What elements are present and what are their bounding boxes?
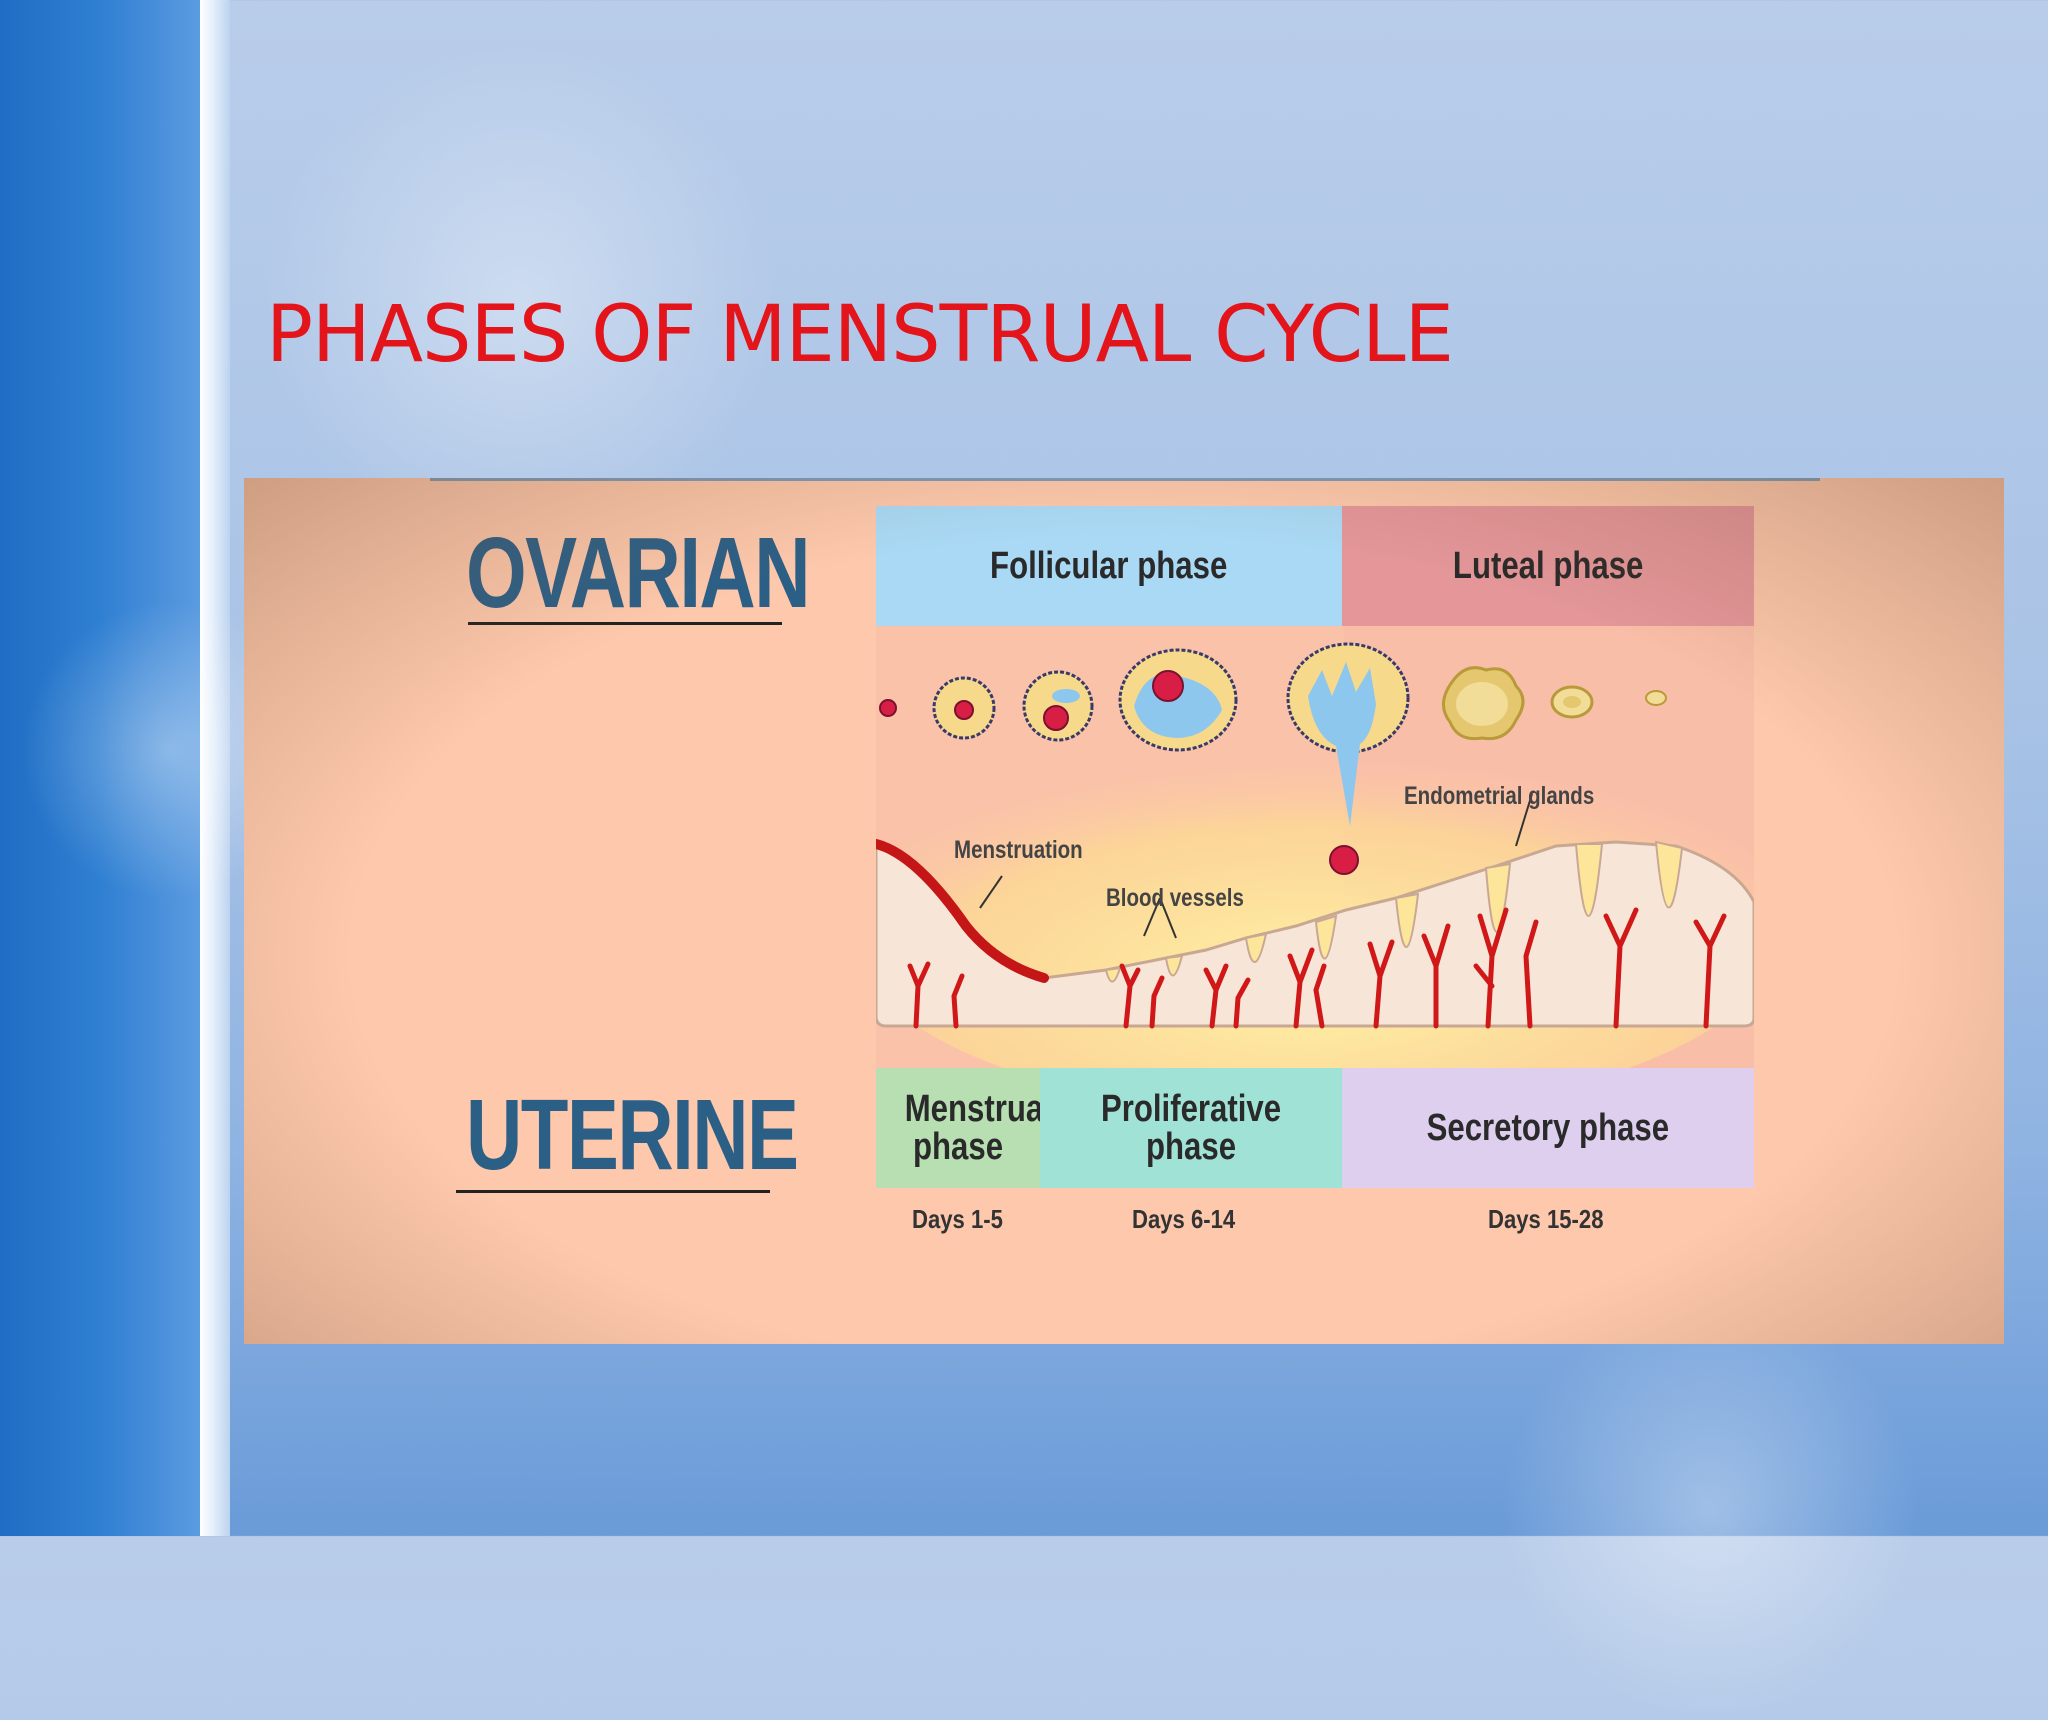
ovarian-label: OVARIAN xyxy=(466,517,811,629)
days-label-secretory: Days 15-28 xyxy=(1488,1204,1604,1234)
endometrial-glands xyxy=(1104,840,1684,983)
annotation-pointers xyxy=(979,793,1533,939)
uterine-label: UTERINE xyxy=(466,1079,799,1191)
proliferative-phase-label: Proliferative phase xyxy=(1100,1088,1282,1168)
proliferative-phase-box: Proliferative phase xyxy=(1040,1068,1342,1188)
snowflake-decoration xyxy=(1500,1300,1920,1720)
blood-vessels xyxy=(907,907,1727,1029)
slide-title: PHASES OF MENSTRUAL CYCLE xyxy=(266,290,1454,380)
corpus-albicans xyxy=(1550,685,1594,719)
regressed-body xyxy=(1645,690,1667,706)
secretory-phase-label: Secretory phase xyxy=(1426,1107,1670,1149)
menstrual-phase-label: Menstrual phase xyxy=(904,1088,1052,1168)
secondary-follicle xyxy=(1022,670,1094,742)
ovulating-follicle xyxy=(1286,642,1410,875)
days-label-proliferative: Days 6-14 xyxy=(1132,1204,1236,1234)
primordial-follicle xyxy=(879,699,897,717)
follicular-phase-label: Follicular phase xyxy=(990,545,1228,587)
blood-vessels-annotation: Blood vessels xyxy=(1106,884,1244,912)
menstruation-annotation: Menstruation xyxy=(954,836,1083,864)
corpus-luteum xyxy=(1442,666,1525,741)
left-decorative-band xyxy=(0,0,200,1536)
shedding-lining xyxy=(876,839,1049,983)
figure-top-border xyxy=(430,478,1820,481)
luteal-phase-box: Luteal phase xyxy=(1342,506,1754,626)
primary-follicle xyxy=(932,676,996,740)
endometrium-diagram xyxy=(876,626,1754,1068)
secretory-phase-box: Secretory phase xyxy=(1342,1068,1754,1188)
endometrial-glands-annotation: Endometrial glands xyxy=(1404,782,1595,810)
menstrual-phase-box: Menstrual phase xyxy=(876,1068,1052,1188)
left-white-strip xyxy=(200,0,230,1536)
days-label-menstrual: Days 1-5 xyxy=(912,1204,1003,1234)
snowflake-decoration xyxy=(260,40,780,560)
luteal-phase-label: Luteal phase xyxy=(1452,545,1644,587)
antral-follicle xyxy=(1118,648,1238,752)
follicular-phase-box: Follicular phase xyxy=(876,506,1342,626)
ovarian-underline xyxy=(468,622,782,625)
menstrual-cycle-figure: OVARIAN UTERINE Follicular phase Luteal … xyxy=(244,478,2004,1344)
uterine-underline xyxy=(456,1190,770,1193)
